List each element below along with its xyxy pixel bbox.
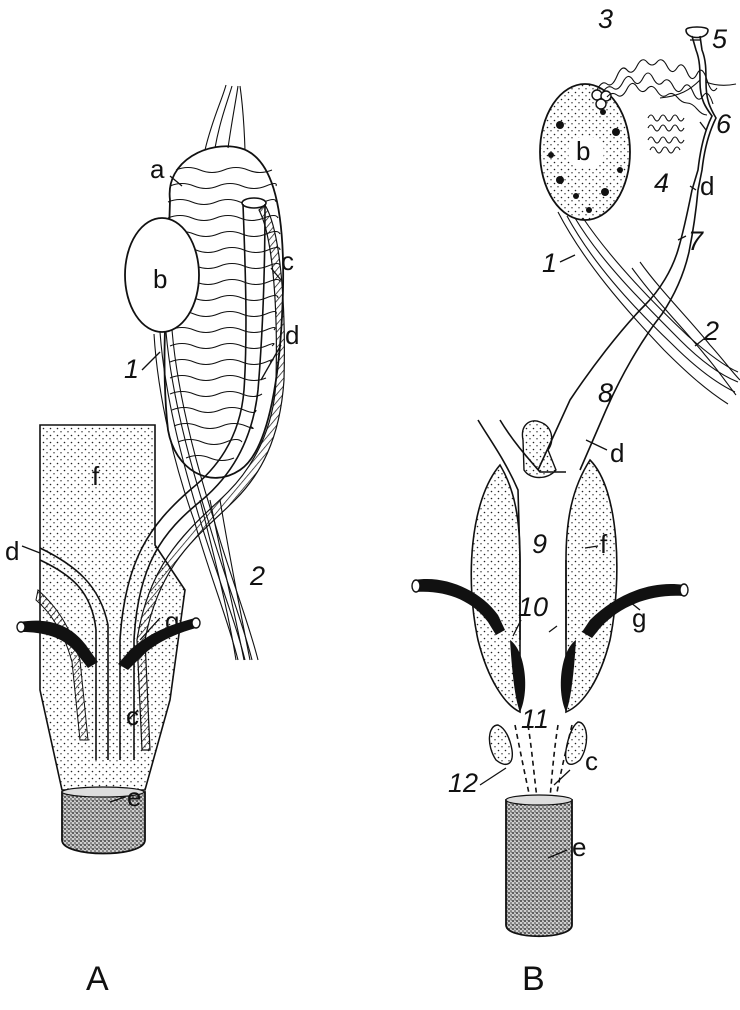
nerve-1-b: [558, 212, 738, 404]
label-d-left-a: d: [5, 536, 19, 566]
glands-4-b: [648, 115, 684, 153]
structure-c-right-b: [566, 722, 587, 764]
label-d-top-b: d: [700, 171, 714, 201]
label-7-b: 7: [688, 226, 704, 256]
structure-g-b: [412, 579, 688, 638]
label-d-mid-b: d: [610, 438, 624, 468]
duct-d-b: [538, 190, 698, 470]
label-1-a: 1: [124, 354, 139, 384]
fibres-top-a: [205, 85, 245, 150]
label-b-a: b: [153, 264, 167, 294]
structure-f-a: [40, 425, 185, 790]
label-2-a: 2: [249, 561, 265, 591]
structure-e-b: [506, 795, 572, 936]
label-11-b: 11: [521, 704, 549, 734]
label-f-b: f: [600, 529, 608, 559]
label-10-b: 10: [518, 592, 548, 622]
label-c-top-a: c: [281, 246, 294, 276]
panel-b: 3 5 6 b 4 d 7 1 2 8 d 9 f 10 g 11 c 12 e…: [412, 4, 740, 998]
label-f-a: f: [92, 461, 100, 491]
panel-title-b: B: [522, 960, 545, 998]
label-b-b: b: [576, 136, 590, 166]
structure-bump-b: [522, 421, 556, 478]
label-5-b: 5: [712, 24, 728, 54]
panel-title-a: A: [86, 960, 109, 998]
ducts-11-12-b: [515, 725, 572, 798]
label-4-b: 4: [654, 168, 669, 198]
label-e-b: e: [572, 832, 586, 862]
label-g-a: g: [165, 606, 179, 636]
label-6-b: 6: [716, 109, 732, 139]
label-12-b: 12: [448, 768, 478, 798]
label-8-b: 8: [598, 378, 613, 408]
label-g-b: g: [632, 603, 646, 633]
structure-f-right-b: [566, 460, 617, 712]
label-1-b: 1: [542, 248, 557, 278]
structure-c-left-b: [489, 725, 512, 764]
label-a: a: [150, 154, 165, 184]
label-c-bottom-a: c: [126, 701, 139, 731]
structure-f-left-b: [471, 465, 520, 712]
label-9-b: 9: [532, 529, 547, 559]
label-c-b: c: [585, 746, 598, 776]
label-e-a: e: [127, 782, 141, 812]
label-2-b: 2: [703, 316, 719, 346]
panel-a: a b c d 1 f d g 2 c e A: [5, 85, 299, 998]
label-3-b: 3: [598, 4, 613, 34]
label-d-top-a: d: [285, 320, 299, 350]
